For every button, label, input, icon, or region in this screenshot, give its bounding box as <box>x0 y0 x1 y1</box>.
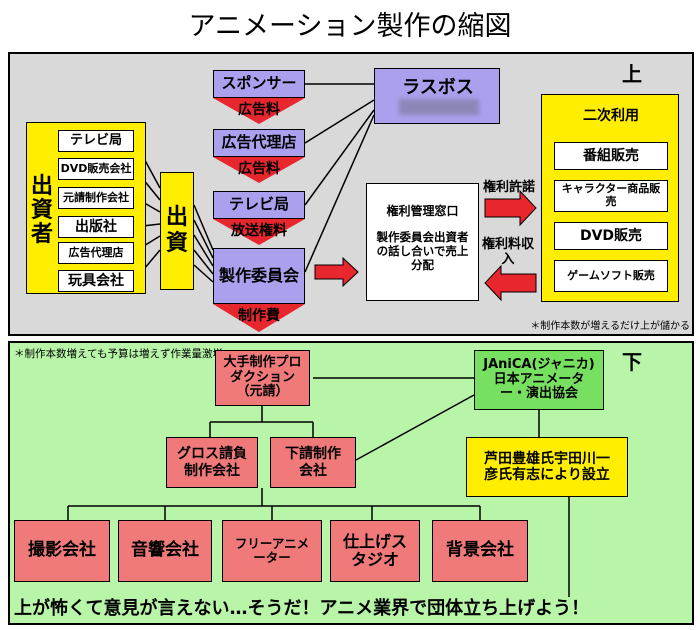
bottom-corner-label: 下 <box>622 350 642 374</box>
chain-tv-station: テレビ局 <box>213 191 305 219</box>
investor-ad-agency: 広告代理店 <box>58 242 134 264</box>
money-arrow-broadcast-fee: 放送権料 <box>213 219 305 245</box>
top-footnote: ＊制作本数が増えるだけ上が儲かる <box>530 321 690 332</box>
finishing-studio: 仕上げスタジオ <box>330 520 420 582</box>
investor-tv: テレビ局 <box>58 130 134 152</box>
bottom-note: ＊制作本数増えても予算は増えず作業量激増 <box>14 348 223 360</box>
ad-fee-label-2: 広告料 <box>238 161 280 177</box>
funding-box: 出資 <box>160 172 194 290</box>
investor-publisher: 出版社 <box>58 216 134 238</box>
production-fee-label: 制作費 <box>238 308 280 324</box>
photography-company: 撮影会社 <box>14 520 110 582</box>
broadcast-fee-label: 放送権料 <box>231 223 287 239</box>
gross-contract-company: グロス請負制作会社 <box>166 437 258 488</box>
boss-label: ラスボス <box>402 77 474 98</box>
secondary-game-software: ゲームソフト販売 <box>554 260 668 292</box>
secondary-program-sales: 番組販売 <box>554 142 668 170</box>
subcontract-company: 下請制作会社 <box>270 437 356 488</box>
secondary-use-title: 二次利用 <box>583 108 639 124</box>
prime-production-company: 大手制作プロダクション（元請） <box>215 350 310 406</box>
production-committee: 製作委員会 <box>213 248 305 304</box>
investors-label: 出資者 <box>30 174 53 247</box>
money-arrow-ad-fee-1: 広告料 <box>213 98 305 124</box>
investor-prime-studio: 元請制作会社 <box>58 187 134 209</box>
page-title: アニメーション製作の縮図 <box>188 11 512 42</box>
rights-management-box: 権利管理窓口 製作委員会出資者の話し合いで売上分配 <box>366 183 479 301</box>
royalty-label: 権利料収入 <box>481 237 534 267</box>
ad-fee-label-1: 広告料 <box>238 102 280 118</box>
investor-toy: 玩具会社 <box>58 270 134 292</box>
slogan: 上が怖くて意見が言えない…そうだ！アニメ業界で団体立ち上げよう！ <box>14 598 590 619</box>
money-arrow-production-fee: 制作費 <box>213 304 305 332</box>
top-corner-label: 上 <box>622 62 642 86</box>
sound-company: 音響会社 <box>118 520 212 582</box>
boss-box: ラスボス <box>374 68 500 124</box>
rights-box-body: 製作委員会出資者の話し合いで売上分配 <box>376 230 469 272</box>
rights-box-title: 権利管理窓口 <box>386 204 459 218</box>
founders-box: 芦田豊雄氏宇田川一彦氏有志により設立 <box>466 437 628 497</box>
secondary-dvd-sales: DVD販売 <box>554 222 668 250</box>
chain-sponsor: スポンサー <box>213 70 305 98</box>
freelance-animator: フリーアニメーター <box>222 520 322 582</box>
secondary-character-goods: キャラクター商品販売 <box>554 180 668 212</box>
background-company: 背景会社 <box>432 520 528 582</box>
license-label: 権利許諾 <box>482 180 535 195</box>
redacted-mosaic <box>399 99 479 115</box>
investor-dvd: DVD販売会社 <box>58 158 134 180</box>
chain-ad-agency: 広告代理店 <box>213 129 305 157</box>
money-arrow-ad-fee-2: 広告料 <box>213 157 305 183</box>
janica-box: JAniCA(ジャニカ)日本アニメーター・演出協会 <box>474 350 604 410</box>
